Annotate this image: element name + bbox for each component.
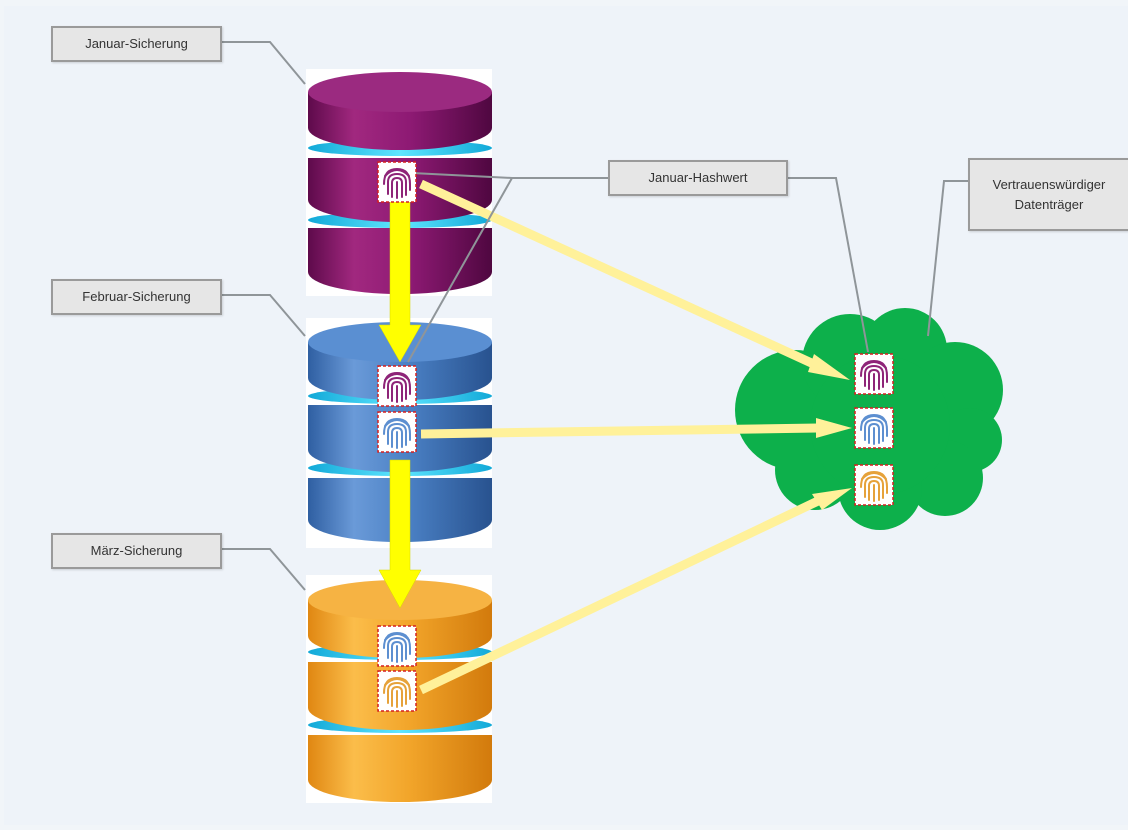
january-backup-label: Januar-Sicherung <box>51 26 222 62</box>
fingerprint-icon <box>377 670 417 712</box>
hash-arrow-january <box>419 179 820 371</box>
fingerprint-icon <box>854 353 894 395</box>
sequence-arrow-jan-feb <box>378 199 422 363</box>
february-backup-text: Februar-Sicherung <box>82 289 191 304</box>
fingerprint-icon <box>854 464 894 506</box>
january-hash-label: Januar-Hashwert <box>608 160 788 196</box>
fingerprint-icon <box>377 411 417 453</box>
arrowhead-february <box>816 418 852 438</box>
fingerprint-icon <box>854 407 894 449</box>
hash-arrow-march <box>419 496 820 695</box>
march-backup-label: März-Sicherung <box>51 533 222 569</box>
february-backup-label: Februar-Sicherung <box>51 279 222 315</box>
arrowhead-january <box>808 354 850 380</box>
fingerprint-icon <box>377 161 417 203</box>
january-hash-text: Januar-Hashwert <box>648 170 748 185</box>
arrowhead-march <box>812 488 852 510</box>
connector-trusted-media <box>927 180 968 337</box>
trusted-media-text-line2: Datenträger <box>1014 196 1084 212</box>
connector-february-backup <box>222 294 306 337</box>
trusted-media-text-line1: Vertrauenswürdiger <box>992 176 1106 192</box>
connector-march-backup <box>222 548 306 591</box>
trusted-media-label: Vertrauenswürdiger Datenträger <box>968 158 1128 231</box>
hash-arrow-february <box>420 423 819 439</box>
january-backup-text: Januar-Sicherung <box>85 36 188 51</box>
march-backup-text: März-Sicherung <box>90 543 183 558</box>
sequence-arrow-feb-mar <box>378 459 422 609</box>
connector-january-hash-cloud <box>788 177 869 353</box>
connector-january-hash-jan <box>411 172 513 179</box>
connector-january-backup <box>222 41 306 85</box>
fingerprint-icon <box>377 365 417 407</box>
fingerprint-icon <box>377 625 417 667</box>
